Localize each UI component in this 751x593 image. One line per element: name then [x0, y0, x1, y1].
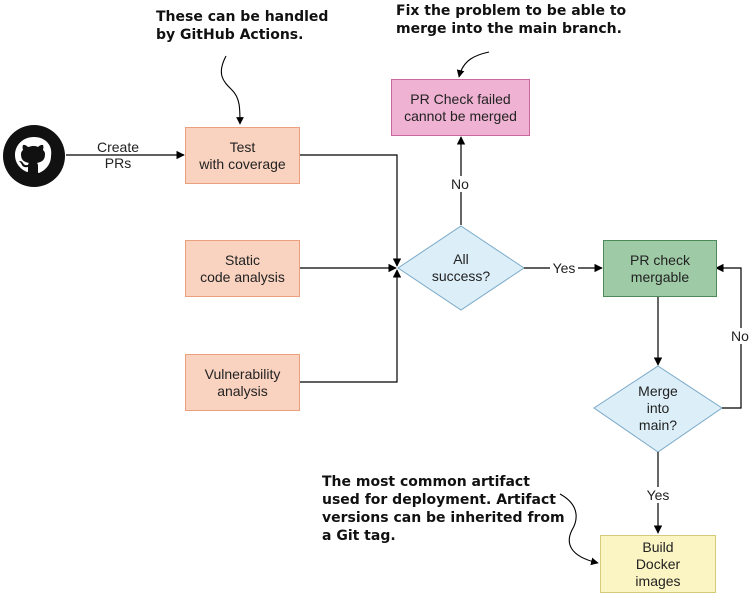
all-success-label: All success?	[431, 251, 491, 284]
test-with-coverage-box: Test with coverage	[185, 127, 300, 184]
annotation-github-actions: These can be handled by GitHub Actions.	[156, 9, 329, 43]
merge-into-main-label: Merge into main?	[638, 382, 678, 433]
build-docker-images-box: Build Docker images	[600, 535, 716, 593]
no-label-loop: No	[729, 328, 751, 344]
no-label-failed: No	[448, 176, 472, 192]
annotation-arrow-github-actions	[220, 55, 244, 125]
github-icon	[3, 125, 65, 187]
annotation-artifact: The most common artifact used for deploy…	[322, 474, 565, 544]
annotation-arrow-artifact	[559, 493, 599, 566]
pr-check-mergable-box: PR check mergable	[603, 240, 717, 297]
all-success-diamond	[397, 225, 525, 311]
annotation-fix-problem: Fix the problem to be able to merge into…	[396, 3, 627, 37]
vulnerability-analysis-box: Vulnerability analysis	[185, 354, 300, 411]
arrow-test-to-decision	[300, 154, 402, 267]
create-prs-label: Create PRs	[96, 139, 140, 171]
pr-check-failed-box: PR Check failed cannot be merged	[391, 79, 530, 136]
annotation-arrow-fix-problem	[456, 51, 490, 78]
static-code-analysis-box: Static code analysis	[185, 240, 300, 297]
yes-label-mergable: Yes	[550, 260, 578, 276]
yes-label-build: Yes	[644, 487, 672, 503]
arrow-vuln-to-decision	[300, 269, 402, 383]
